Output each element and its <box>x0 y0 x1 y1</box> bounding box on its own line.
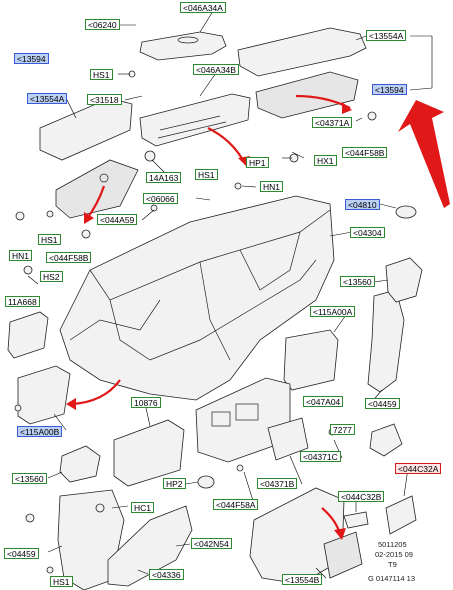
label-hs1-bottom: HS1 <box>50 576 73 587</box>
left-lower-bezel <box>17 365 71 425</box>
label-hx1: HX1 <box>314 155 337 166</box>
label-04336: <04336 <box>149 569 184 580</box>
label-13560-left: <13560 <box>12 473 47 484</box>
right-storage-bin <box>255 71 359 119</box>
lower-left-console <box>57 489 125 590</box>
top-right-lid <box>237 27 367 77</box>
label-04459-left: <04459 <box>4 548 39 559</box>
label-13554A-left: <13554A <box>27 93 68 104</box>
label-13594-right: <13594 <box>372 84 407 95</box>
label-06066: <06066 <box>143 193 178 204</box>
label-hn1-left: HN1 <box>9 250 33 261</box>
label-hs1-center: HS1 <box>195 169 218 180</box>
label-044C32B: <044C32B <box>338 491 385 502</box>
label-044C32A: <044C32A <box>395 463 442 474</box>
right-bezel <box>283 329 339 391</box>
label-13560-right: <13560 <box>340 276 375 287</box>
footer-doc-number: 5011205 <box>378 540 407 549</box>
footer-ref-code: G 0147114 13 <box>368 574 415 583</box>
label-115A00B: <115A00B <box>17 426 63 437</box>
label-044A59: <044A59 <box>97 214 138 225</box>
label-13594-left: <13594 <box>14 53 49 64</box>
label-115A00A: <115A00A <box>310 306 356 317</box>
right-end-cap <box>385 257 423 303</box>
left-storage-bin <box>55 159 139 219</box>
label-hp2: HP2 <box>163 478 186 489</box>
label-04371C: <04371C <box>300 451 341 462</box>
red-direction-arrows <box>66 94 450 540</box>
label-13554B: <13554B <box>282 574 323 585</box>
label-04810: <04810 <box>345 199 380 210</box>
label-046A34B: <046A34B <box>193 64 239 75</box>
cup-part <box>395 205 417 219</box>
label-10876: 10876 <box>131 397 161 408</box>
label-11A668: 11A668 <box>5 296 40 307</box>
label-044F58A: <044F58A <box>213 499 259 510</box>
panel-04371B <box>267 417 309 461</box>
upper-tray-cover <box>139 31 227 61</box>
left-switch-plate <box>7 311 49 359</box>
label-hs2: HS2 <box>40 271 63 282</box>
label-hp1: HP1 <box>246 157 269 168</box>
label-hs1-top: HS1 <box>90 69 113 80</box>
label-044F58B-right: <044F58B <box>342 147 388 158</box>
right-side-trim <box>367 289 405 393</box>
label-13554A-top: <13554A <box>366 30 407 41</box>
shift-knob <box>369 423 403 457</box>
label-06240: <06240 <box>85 19 120 30</box>
leader-lines <box>27 7 433 579</box>
left-storage-lid <box>39 97 133 161</box>
clip-044C32B <box>343 511 369 529</box>
label-hs1-left: HS1 <box>38 234 61 245</box>
grommet-hp2 <box>197 475 215 489</box>
trim-card-044C32A <box>385 495 417 535</box>
label-hn1-center: HN1 <box>260 181 284 192</box>
footer-date: 02-2015 09 <box>375 550 413 559</box>
label-04304: <04304 <box>350 227 385 238</box>
fasteners <box>14 70 377 574</box>
lower-center-console <box>249 487 363 585</box>
cluster-bezel <box>113 419 185 487</box>
label-047A04: <047A04 <box>303 396 344 407</box>
label-hc1: HC1 <box>131 502 155 513</box>
label-042N54: <042N54 <box>191 538 232 549</box>
label-044F58B-left: <044F58B <box>46 252 92 263</box>
label-14A163: 14A163 <box>146 172 182 183</box>
left-end-cap <box>59 445 101 483</box>
instrument-panel-main <box>59 195 335 401</box>
label-04459-right: <04459 <box>365 398 400 409</box>
center-top-panel <box>139 93 251 147</box>
label-04371B: <04371B <box>257 478 298 489</box>
footer-model: T9 <box>388 560 397 569</box>
label-31518: <31518 <box>87 94 122 105</box>
label-04371A: <04371A <box>312 117 353 128</box>
label-7277: 7277 <box>330 424 355 435</box>
label-046A34A: <046A34A <box>180 2 226 13</box>
